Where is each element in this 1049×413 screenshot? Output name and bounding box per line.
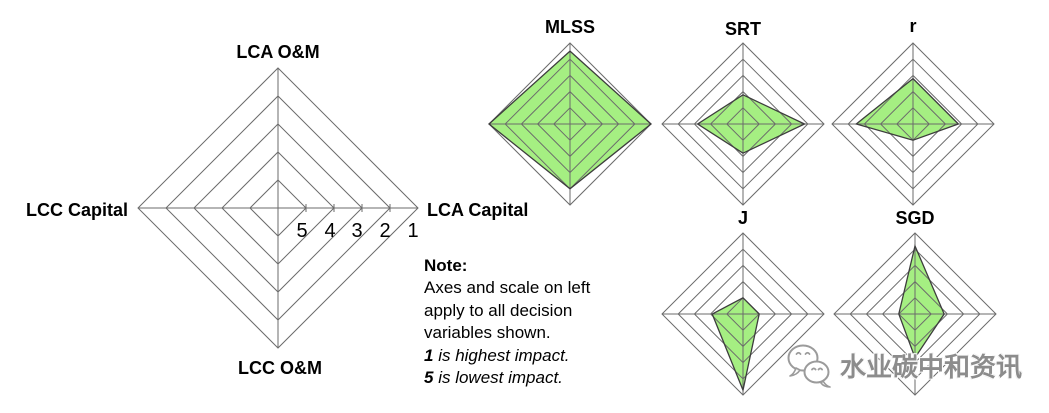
radar-chart-srt (661, 42, 825, 206)
chart-title-sgd: SGD (895, 208, 935, 228)
radar-chart-mlss (487, 42, 653, 206)
scale-tick-label-4: 4 (324, 220, 336, 242)
chart-title-j: J (737, 208, 748, 228)
radar-chart-r (831, 42, 995, 206)
note-block: Note: Axes and scale on left apply to al… (424, 255, 634, 389)
radar-chart-j (661, 232, 825, 396)
note-line-1: Axes and scale on left (424, 278, 591, 298)
axis-label-lca-capital: LCA Capital (427, 200, 529, 220)
watermark-text: 水业碳中和资讯 (840, 352, 1023, 382)
note-line-2: apply to all decision (424, 300, 573, 320)
chart-title-srt: SRT (725, 19, 761, 39)
scale-tick-label-1: 1 (407, 220, 419, 242)
watermark: 水业碳中和资讯 (786, 342, 1022, 392)
note-line-4: 1 is highest impact. (424, 345, 570, 365)
radar-chart-sgd (833, 232, 997, 396)
note-line-3: variables shown. (424, 323, 551, 343)
axis-label-lcc-capital: LCC Capital (25, 200, 128, 220)
scale-tick-label-5: 5 (296, 220, 308, 242)
scale-tick-label-3: 3 (351, 220, 363, 242)
scale-tick-label-2: 2 (379, 220, 391, 242)
axis-label-lca-om: LCA O&M (236, 42, 320, 62)
radar-template-chart (137, 67, 419, 349)
wechat-chat-bubbles-icon (787, 344, 831, 388)
chart-title-mlss: MLSS (544, 17, 595, 37)
note-title: Note: (424, 256, 468, 275)
axis-label-lcc-om: LCC O&M (238, 358, 322, 378)
note-line-5: 5 is lowest impact. (424, 368, 563, 388)
chart-title-r: r (909, 16, 917, 36)
